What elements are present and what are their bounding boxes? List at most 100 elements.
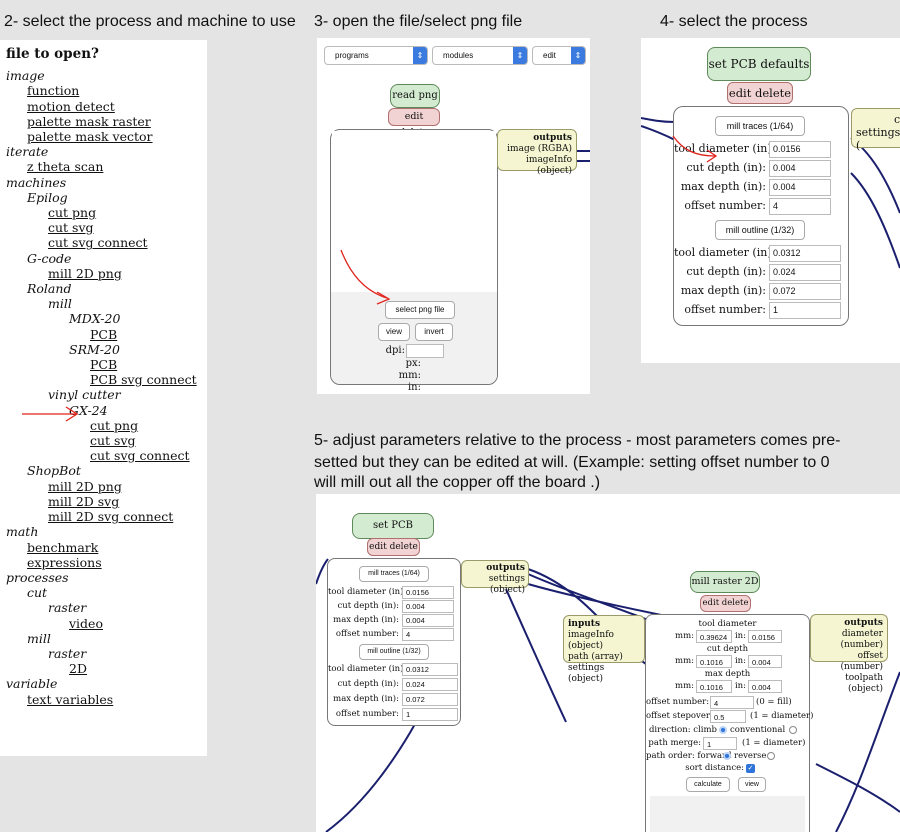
- input-settings[interactable]: settings (object): [568, 663, 605, 684]
- md-mm-input[interactable]: 0.1016: [696, 680, 732, 693]
- programs-select[interactable]: programs ⇕: [324, 46, 428, 65]
- calculate-button[interactable]: calculate: [686, 777, 730, 792]
- forward-radio[interactable]: [723, 752, 731, 760]
- menu-link[interactable]: benchmark: [27, 539, 99, 555]
- input-imageinfo[interactable]: imageInfo (object): [568, 630, 614, 651]
- menu-link[interactable]: cut png: [90, 417, 139, 433]
- field-input[interactable]: 0.0156: [769, 141, 831, 158]
- mill-raster-2d-button[interactable]: mill raster 2D: [690, 571, 760, 593]
- menu-category: vinyl cutter: [48, 387, 121, 403]
- cd-mm-label: mm:: [675, 656, 694, 666]
- edit-select[interactable]: edit ⇕: [532, 46, 586, 65]
- output-diameter[interactable]: diameter (number): [840, 629, 883, 650]
- edit-delete-button[interactable]: edit delete: [700, 595, 751, 612]
- output-toolpath[interactable]: toolpath (object): [845, 673, 883, 694]
- edit-delete-button[interactable]: edit delete: [367, 538, 420, 556]
- field-input[interactable]: 1: [769, 302, 841, 319]
- field-input[interactable]: 4: [769, 198, 831, 215]
- menu-link[interactable]: PCB svg connect: [90, 372, 197, 388]
- menu-header: file to open?: [6, 46, 99, 62]
- menu-link[interactable]: cut svg: [90, 433, 136, 449]
- path-order-label: path order: forward: [646, 751, 732, 761]
- menu-link[interactable]: mill 2D png: [48, 265, 122, 281]
- menu-link[interactable]: palette mask vector: [27, 129, 153, 145]
- cd-mm-input[interactable]: 0.1016: [696, 655, 732, 668]
- menu-link[interactable]: video: [69, 615, 103, 631]
- field-input[interactable]: 0.0156: [402, 586, 454, 599]
- set-pcb-defaults-button[interactable]: set PCB defaults: [707, 47, 811, 81]
- edit-delete-button[interactable]: edit delete: [388, 108, 440, 138]
- menu-link[interactable]: function: [27, 83, 80, 99]
- field-input[interactable]: 0.024: [769, 264, 841, 281]
- edit-delete-button[interactable]: edit delete: [727, 82, 793, 104]
- sort-distance-checkbox[interactable]: ✓: [746, 764, 755, 773]
- menu-link[interactable]: PCB: [90, 326, 118, 342]
- reverse-radio[interactable]: [767, 752, 775, 760]
- menu-link[interactable]: z theta scan: [27, 159, 104, 175]
- menu-link[interactable]: mill 2D svg: [48, 493, 120, 509]
- field-input[interactable]: 0.072: [769, 283, 841, 300]
- menu-link[interactable]: cut svg connect: [48, 235, 148, 251]
- menu-link[interactable]: motion detect: [27, 98, 115, 114]
- stepover-input[interactable]: 0.5: [710, 710, 746, 723]
- menu-link[interactable]: mill 2D svg connect: [48, 509, 174, 525]
- offset-number-input[interactable]: 4: [710, 696, 754, 709]
- set-pcb-defaults-button[interactable]: set PCB defaults: [352, 513, 434, 555]
- mill-settings-module: mill traces (1/64) tool diameter (in):0.…: [327, 558, 461, 726]
- field-input[interactable]: 0.004: [402, 600, 454, 613]
- wire: [577, 150, 590, 152]
- mill-outline-button[interactable]: mill outline (1/32): [715, 220, 805, 240]
- field-input[interactable]: 0.0312: [402, 663, 458, 676]
- menu-link[interactable]: palette mask raster: [27, 113, 151, 129]
- field-input[interactable]: 1: [402, 708, 458, 721]
- menu-link[interactable]: expressions: [27, 554, 102, 570]
- field-input[interactable]: 0.004: [769, 160, 831, 177]
- td-mm-input[interactable]: 0.39624: [696, 630, 732, 643]
- mill-settings-module: mill traces (1/64) tool diameter (in):0.…: [673, 106, 849, 326]
- output-offset[interactable]: offset (number): [840, 651, 883, 672]
- read-png-button[interactable]: read png: [390, 84, 440, 108]
- field-input[interactable]: 0.024: [402, 678, 458, 691]
- menu-link[interactable]: cut png: [48, 205, 97, 221]
- input-path[interactable]: path (array): [568, 652, 623, 662]
- menu-link[interactable]: PCB: [90, 357, 118, 373]
- menu-link[interactable]: cut svg: [48, 220, 94, 236]
- td-in-input[interactable]: 0.0156: [748, 630, 782, 643]
- invert-button[interactable]: invert: [415, 323, 453, 341]
- field-input[interactable]: 4: [402, 628, 454, 641]
- output-imageinfo[interactable]: imageInfo (object): [526, 155, 572, 176]
- mill-outline-button[interactable]: mill outline (1/32): [359, 644, 429, 660]
- menu-link[interactable]: 2D: [69, 661, 87, 677]
- output-settings[interactable]: settings (object): [488, 574, 525, 595]
- view-button[interactable]: view: [738, 777, 766, 792]
- output-image[interactable]: image (RGBA): [507, 144, 572, 154]
- path-merge-input[interactable]: 1: [703, 737, 737, 750]
- menu-category: variable: [6, 676, 58, 692]
- menu-category: raster: [48, 645, 87, 661]
- field-input[interactable]: 0.004: [402, 614, 454, 627]
- climb-radio[interactable]: [719, 726, 727, 734]
- field-input[interactable]: 0.0312: [769, 245, 841, 262]
- menu-link[interactable]: cut svg connect: [90, 448, 190, 464]
- chevron-down-icon: ⇕: [513, 47, 527, 64]
- read-png-panel: programs ⇕ modules ⇕ edit ⇕ read png edi…: [317, 38, 590, 394]
- menu-link[interactable]: mill 2D png: [48, 478, 122, 494]
- modules-select[interactable]: modules ⇕: [432, 46, 528, 65]
- outputs-title: outputs: [533, 133, 572, 143]
- conventional-radio[interactable]: [789, 726, 797, 734]
- mill-traces-button[interactable]: mill traces (1/64): [359, 566, 429, 582]
- direction-label: direction: climb: [648, 725, 717, 735]
- md-in-input[interactable]: 0.004: [748, 680, 782, 693]
- reverse-label: reverse: [734, 751, 767, 761]
- cd-in-input[interactable]: 0.004: [748, 655, 782, 668]
- menu-category: raster: [48, 600, 87, 616]
- dpi-input[interactable]: [406, 344, 444, 358]
- mill-traces-button[interactable]: mill traces (1/64): [715, 116, 805, 136]
- field-input[interactable]: 0.004: [769, 179, 831, 196]
- field-input[interactable]: 0.072: [402, 693, 458, 706]
- select-png-file-button[interactable]: select png file: [385, 301, 455, 319]
- view-button[interactable]: view: [378, 323, 410, 341]
- field-label: offset number:: [684, 303, 766, 316]
- menu-link[interactable]: text variables: [27, 691, 114, 707]
